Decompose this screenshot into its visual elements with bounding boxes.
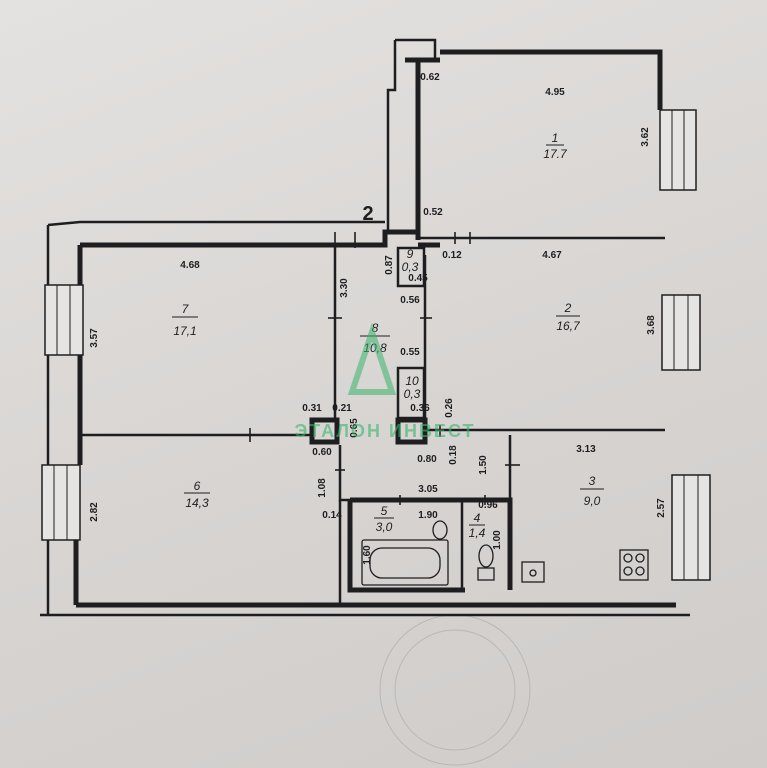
dim-3: 0.52 [423,207,443,218]
room-10-number: 10 [405,374,419,388]
stamp-circle [379,614,531,766]
dim-5: 4.67 [542,250,562,261]
room-6-area: 14,3 [185,496,209,510]
dim-17: 0.36 [410,403,430,414]
door-ticks [249,232,520,505]
room-3-number: 3 [589,474,596,488]
room-5-number: 5 [381,504,388,518]
dim-23: 1.50 [478,455,489,475]
watermark-logo: ЭТАЛОН ИНВЕСТ [294,322,475,441]
dim-15: 0.21 [332,403,352,414]
sink-icon [432,520,448,540]
dim-13: 0.55 [400,347,420,358]
dim-11: 0.45 [408,273,428,284]
wall-bath-block [347,497,513,593]
room-4-number: 4 [474,511,481,525]
room-4-area: 1,4 [469,526,486,540]
watermark-text: ЭТАЛОН ИНВЕСТ [294,421,475,441]
window-right-3 [671,474,711,581]
dim-26: 3.05 [418,484,438,495]
dim-29: 1.90 [418,510,438,521]
dim-9: 3.30 [339,278,350,298]
room-2-area: 16,7 [556,319,581,333]
section-label: 2 [362,203,373,225]
dim-25: 1.08 [317,478,328,498]
room-1-area: 17.7 [543,147,568,161]
room-9-area: 0,3 [402,260,419,274]
watermark-triangle-icon [347,322,397,395]
room-7-area: 17,1 [173,324,196,338]
dim-2: 3.62 [640,127,651,147]
room-3-area: 9,0 [584,494,601,508]
dim-12: 0.56 [400,295,420,306]
room-10-area: 0,3 [404,387,421,401]
dim-1: 4.95 [545,87,565,98]
dim-6: 3.68 [646,315,657,335]
window-left-2 [41,464,81,541]
dim-4: 0.12 [442,250,462,261]
kitchen-sink-icon [521,561,545,583]
dim-32: 2.82 [89,502,100,522]
dim-19: 0.60 [312,447,332,458]
dim-7: 4.68 [180,260,200,271]
room-9-number: 9 [407,247,414,261]
dim-22: 3.13 [576,444,596,455]
room-1-number: 1 [552,131,559,145]
closet-9 [396,246,426,288]
bathtub-icon [361,539,449,586]
room-7-number: 7 [182,302,190,316]
wall-top-right [405,49,663,110]
wall-left-rooms-top [80,229,440,248]
room-2-number: 2 [564,301,572,315]
dim-10: 0.87 [384,255,395,275]
dim-21: 0.18 [448,445,459,465]
window-left-1 [44,284,84,356]
dim-16: 0.65 [349,418,360,438]
room-8-number: 8 [372,321,379,335]
dim-27: 0.14 [322,510,342,521]
closet-10 [396,366,426,420]
stamp-inner-circle [394,629,516,751]
wall-upper-left [47,220,385,227]
dim-0: 0.62 [420,72,440,83]
toilet-icon [477,544,495,581]
dim-30: 0.96 [478,500,498,511]
window-right-2 [661,294,701,371]
dim-20: 0.80 [417,454,437,465]
wall-entry-step [386,38,437,232]
dim-24: 2.57 [656,498,667,518]
dim-8: 3.57 [89,328,100,348]
stove-icon [619,549,649,581]
wall-exterior-left [73,245,83,605]
column-left [309,417,340,445]
window-right-1 [659,109,697,191]
dim-31: 1.00 [492,530,503,550]
dim-14: 0.31 [302,403,322,414]
dim-18: 0.26 [444,398,455,418]
room-6-number: 6 [194,479,201,493]
room-5-area: 3,0 [376,520,393,534]
dim-28: 1.60 [362,545,373,565]
